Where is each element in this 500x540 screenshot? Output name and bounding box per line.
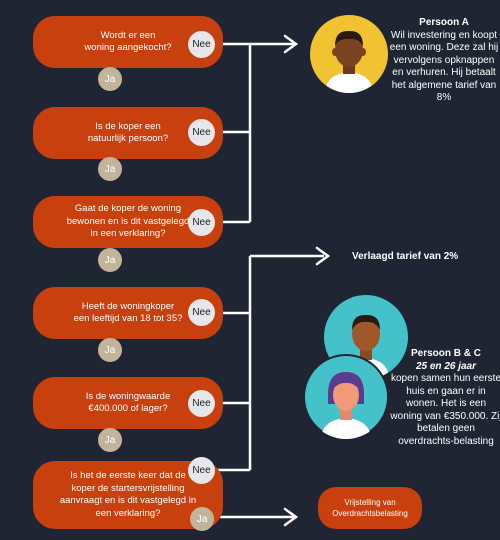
persoon-a-block: Persoon A Wil investering en koopt een w… [389,17,499,105]
nee-badge-1: Nee [188,31,215,58]
persoon-bc-subtitle: 25 en 26 jaar [415,360,477,372]
persoon-bc-block: Persoon B & C 25 en 26 jaar kopen samen … [390,348,500,448]
persoon-c-avatar [303,354,389,440]
vrijstelling-box: Vrijstelling van Overdrachtsbelasting [318,487,422,529]
nee-badge-3: Nee [188,209,215,236]
ja-badge-5: Ja [98,428,122,452]
nee-badge-6: Nee [188,457,215,484]
persoon-bc-title: Persoon B & C [410,348,481,359]
persoon-a-title: Persoon A [419,17,469,28]
persoon-bc-text: kopen samen hun eerste huis en gaan er i… [390,373,500,447]
persoon-a-avatar [310,15,388,93]
nee-badge-5: Nee [188,390,215,417]
ja-badge-6: Ja [190,507,214,531]
ja-badge-3: Ja [98,248,122,272]
ja-badge-4: Ja [98,338,122,362]
persoon-a-text: Wil investering en koopt een woning. Dez… [389,29,499,104]
ja-badge-2: Ja [98,157,122,181]
verlaagd-tarief-label: Verlaagd tarief van 2% [352,251,459,262]
nee-badge-4: Nee [188,299,215,326]
ja-badge-1: Ja [98,67,122,91]
nee-badge-2: Nee [188,119,215,146]
